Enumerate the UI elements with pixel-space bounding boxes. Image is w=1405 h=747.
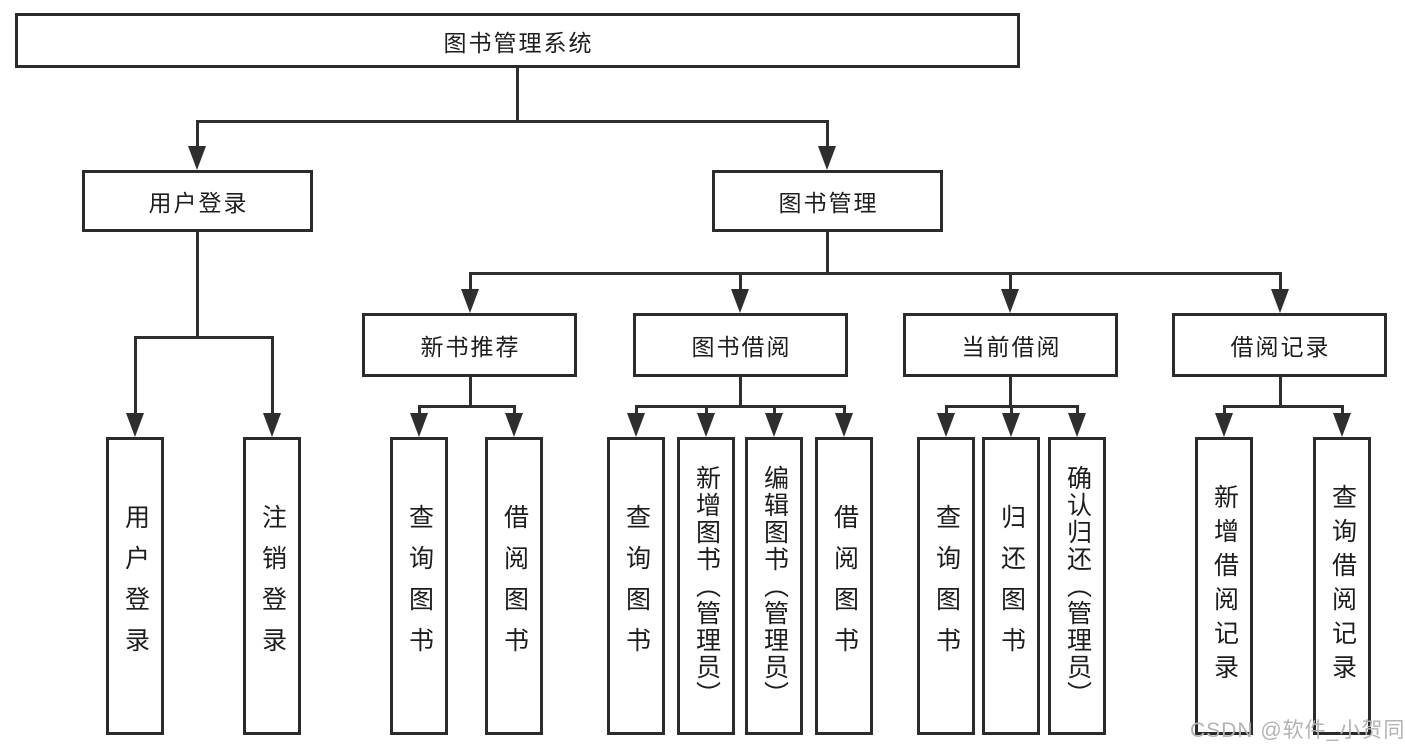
connector-line	[469, 377, 472, 408]
arrowhead-icon	[731, 289, 749, 313]
leaf-records-add-record-label: 新增借阅记录	[1210, 484, 1239, 688]
leaf-recommend-query-books: 查询图书	[390, 437, 448, 735]
connector-line	[1279, 377, 1282, 408]
leaf-borrowing-edit-books-admin-label: 编辑图书（管理员）	[760, 464, 789, 708]
leaf-borrowing-borrow-books: 借阅图书	[815, 437, 873, 735]
connector-line	[1009, 377, 1012, 408]
arrowhead-icon	[1215, 413, 1233, 437]
connector-line	[1341, 405, 1344, 419]
connector-line	[843, 405, 846, 419]
node-current-borrowing: 当前借阅	[903, 313, 1118, 377]
leaf-logout: 注销登录	[243, 437, 301, 735]
node-new-book-recommend-label: 新书推荐	[420, 334, 521, 360]
arrowhead-icon	[765, 413, 783, 437]
csdn-watermark: CSDN @软件_小贺同学	[1190, 719, 1405, 742]
connector-line	[1279, 272, 1282, 296]
arrowhead-icon	[126, 413, 144, 437]
connector-line	[1009, 272, 1012, 296]
arrowhead-icon	[835, 413, 853, 437]
leaf-records-query-record: 查询借阅记录	[1313, 437, 1371, 735]
connector-line	[418, 405, 516, 408]
leaf-user-login-label: 用户登录	[121, 504, 150, 668]
connector-line	[196, 120, 199, 152]
connector-line	[1223, 405, 1344, 408]
connector-line	[635, 405, 846, 408]
connector-line	[469, 272, 472, 296]
leaf-borrowing-query-books-label: 查询图书	[622, 504, 651, 668]
arrowhead-icon	[1271, 289, 1289, 313]
leaf-current-return-books: 归还图书	[982, 437, 1040, 735]
connector-line	[418, 405, 421, 419]
connector-line	[516, 68, 519, 123]
leaf-current-return-books-label: 归还图书	[997, 504, 1026, 668]
leaf-recommend-borrow-books: 借阅图书	[485, 437, 543, 735]
leaf-current-confirm-return-admin-label: 确认归还（管理员）	[1063, 464, 1092, 708]
connector-line	[134, 336, 137, 418]
arrowhead-icon	[188, 146, 206, 170]
leaf-current-confirm-return-admin: 确认归还（管理员）	[1048, 437, 1106, 735]
connector-line	[513, 405, 516, 419]
connector-line	[1223, 405, 1226, 419]
node-root: 图书管理系统	[15, 13, 1020, 68]
connector-line	[945, 405, 948, 419]
node-borrowing-records: 借阅记录	[1172, 313, 1387, 377]
leaf-recommend-query-books-label: 查询图书	[405, 504, 434, 668]
arrowhead-icon	[263, 413, 281, 437]
connector-line	[705, 405, 708, 419]
arrowhead-icon	[627, 413, 645, 437]
node-book-management-label: 图书管理	[778, 190, 879, 216]
node-book-management: 图书管理	[712, 170, 943, 232]
node-root-label: 图书管理系统	[443, 29, 594, 56]
connector-line	[635, 405, 638, 419]
node-book-borrowing: 图书借阅	[633, 313, 848, 377]
connector-line	[773, 405, 776, 419]
node-user-login-label: 用户登录	[148, 190, 249, 216]
leaf-records-add-record: 新增借阅记录	[1195, 437, 1253, 735]
node-current-borrowing-label: 当前借阅	[961, 334, 1062, 360]
connector-line	[469, 272, 1282, 275]
connector-line	[739, 272, 742, 296]
connector-line	[134, 336, 274, 339]
connector-line	[826, 232, 829, 275]
connector-line	[1010, 405, 1013, 419]
leaf-logout-label: 注销登录	[258, 504, 287, 668]
arrowhead-icon	[1002, 413, 1020, 437]
leaf-current-query-books: 查询图书	[917, 437, 975, 735]
connector-line	[196, 120, 829, 123]
leaf-records-query-record-label: 查询借阅记录	[1328, 484, 1357, 688]
arrowhead-icon	[1001, 289, 1019, 313]
node-user-login: 用户登录	[82, 170, 313, 232]
leaf-borrowing-query-books: 查询图书	[607, 437, 665, 735]
arrowhead-icon	[410, 413, 428, 437]
leaf-borrowing-add-books-admin: 新增图书（管理员）	[677, 437, 735, 735]
connector-line	[1076, 405, 1079, 419]
leaf-recommend-borrow-books-label: 借阅图书	[500, 504, 529, 668]
arrowhead-icon	[1333, 413, 1351, 437]
connector-line	[196, 232, 199, 339]
leaf-borrowing-borrow-books-label: 借阅图书	[830, 504, 859, 668]
node-new-book-recommend: 新书推荐	[362, 313, 577, 377]
arrowhead-icon	[937, 413, 955, 437]
arrowhead-icon	[1068, 413, 1086, 437]
node-book-borrowing-label: 图书借阅	[691, 334, 792, 360]
connector-line	[826, 120, 829, 152]
connector-line	[271, 336, 274, 418]
leaf-user-login: 用户登录	[106, 437, 164, 735]
arrowhead-icon	[697, 413, 715, 437]
leaf-borrowing-edit-books-admin: 编辑图书（管理员）	[745, 437, 803, 735]
arrowhead-icon	[461, 289, 479, 313]
leaf-current-query-books-label: 查询图书	[932, 504, 961, 668]
node-borrowing-records-label: 借阅记录	[1230, 334, 1331, 360]
connector-line	[739, 377, 742, 408]
arrowhead-icon	[818, 146, 836, 170]
arrowhead-icon	[505, 413, 523, 437]
leaf-borrowing-add-books-admin-label: 新增图书（管理员）	[692, 464, 721, 708]
